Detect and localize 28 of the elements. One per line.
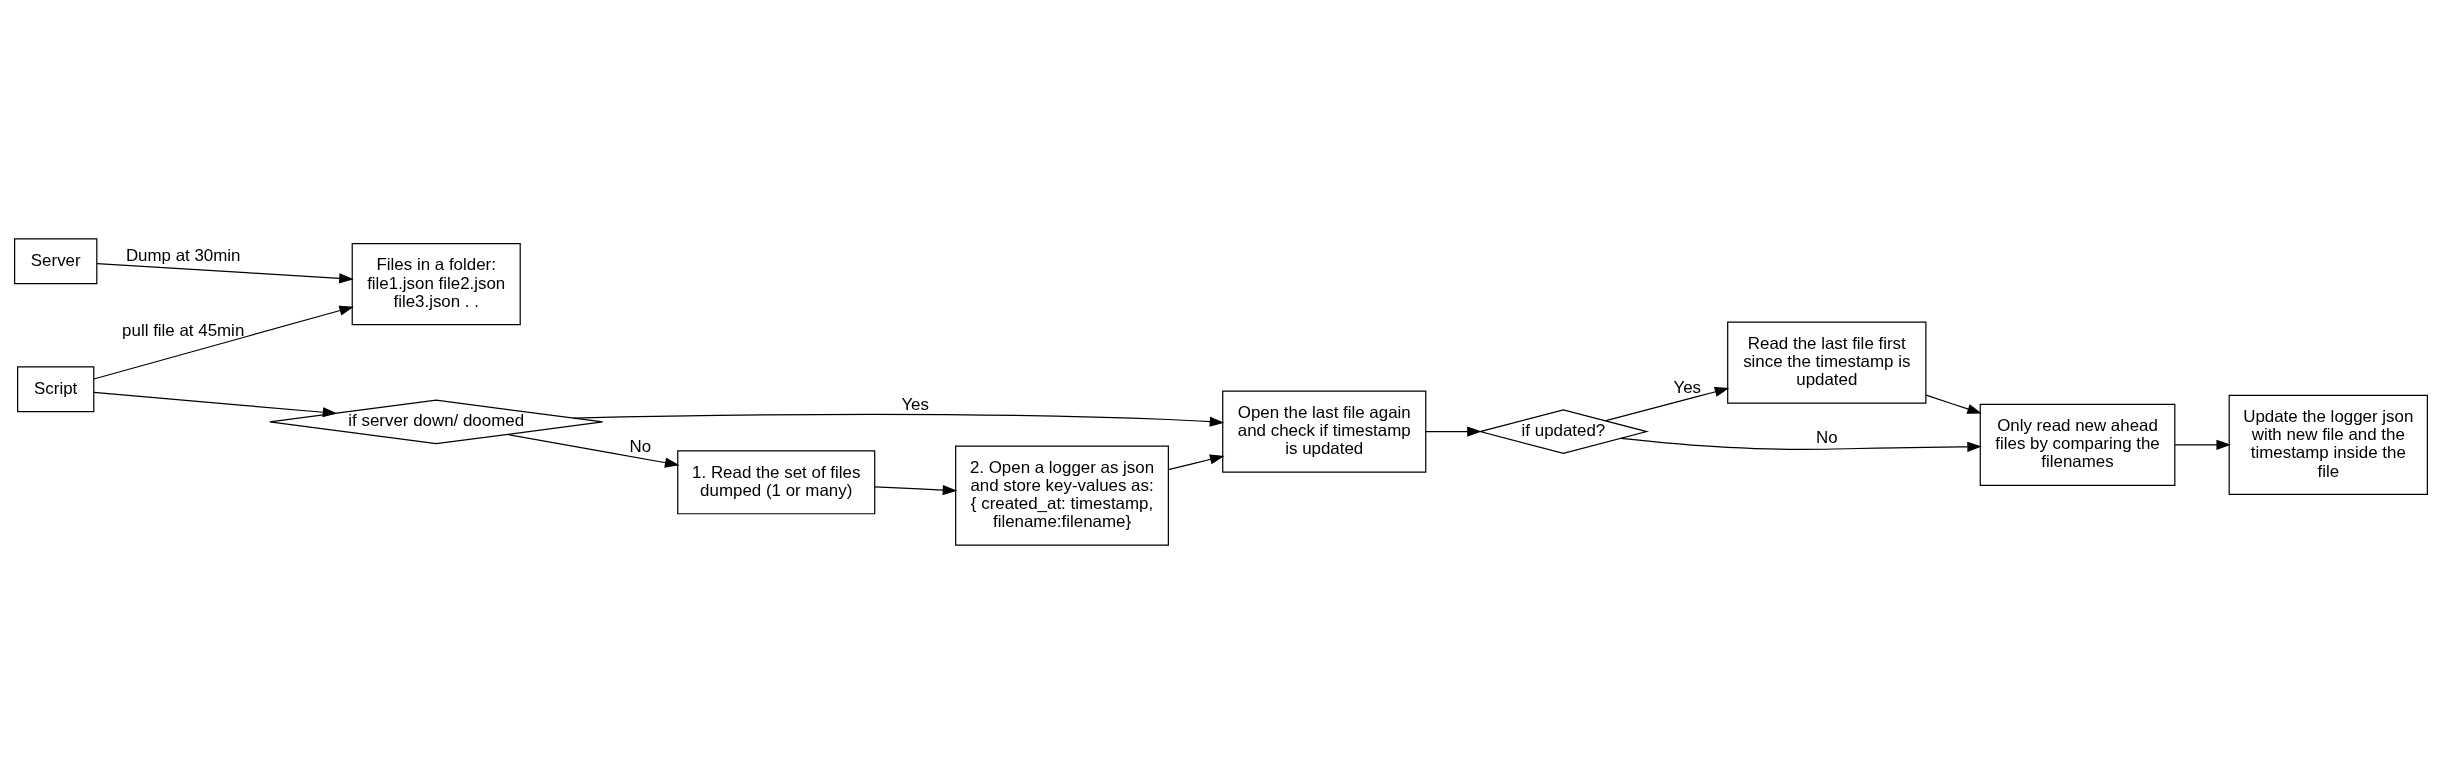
edge-label: Yes — [901, 395, 929, 415]
edge-label: pull file at 45min — [122, 321, 245, 341]
arrow — [874, 485, 958, 496]
edge-label: Yes — [1673, 378, 1702, 398]
arrow — [2174, 439, 2231, 450]
arrow — [1925, 394, 1982, 414]
arrow — [1425, 426, 1482, 437]
edge-label: No — [1815, 427, 1838, 447]
arrow — [1605, 386, 1730, 422]
edge-label: No — [629, 437, 652, 457]
node-box: Server — [14, 238, 98, 285]
arrow — [93, 391, 338, 418]
arrow — [1167, 454, 1225, 471]
node-diamond: if server down/ doomed — [269, 399, 604, 445]
edge-label: Dump at 30min — [125, 246, 241, 266]
node-box: 2. Open a logger as json and store key-values as: { created_at: timestamp, filename:filename} — [955, 445, 1169, 546]
node-box: Script — [17, 366, 95, 413]
node-box: Read the last file first since the timestamp is updated — [1727, 321, 1927, 404]
node-box: Update the logger json with new file and the timestamp inside the file — [2228, 394, 2428, 495]
node-box: Files in a folder: file1.json file2.json file3.json . . — [351, 243, 521, 326]
node-box: Open the last file again and check if timestamp is updated — [1222, 390, 1427, 473]
arrow — [572, 413, 1225, 427]
arrow — [506, 433, 680, 468]
node-box: Only read new ahead files by comparing the filenames — [1979, 403, 2176, 486]
arrow — [96, 263, 354, 284]
arrow — [1620, 437, 1982, 452]
arrow — [93, 305, 354, 380]
node-box: 1. Read the set of files dumped (1 or many) — [677, 450, 876, 515]
